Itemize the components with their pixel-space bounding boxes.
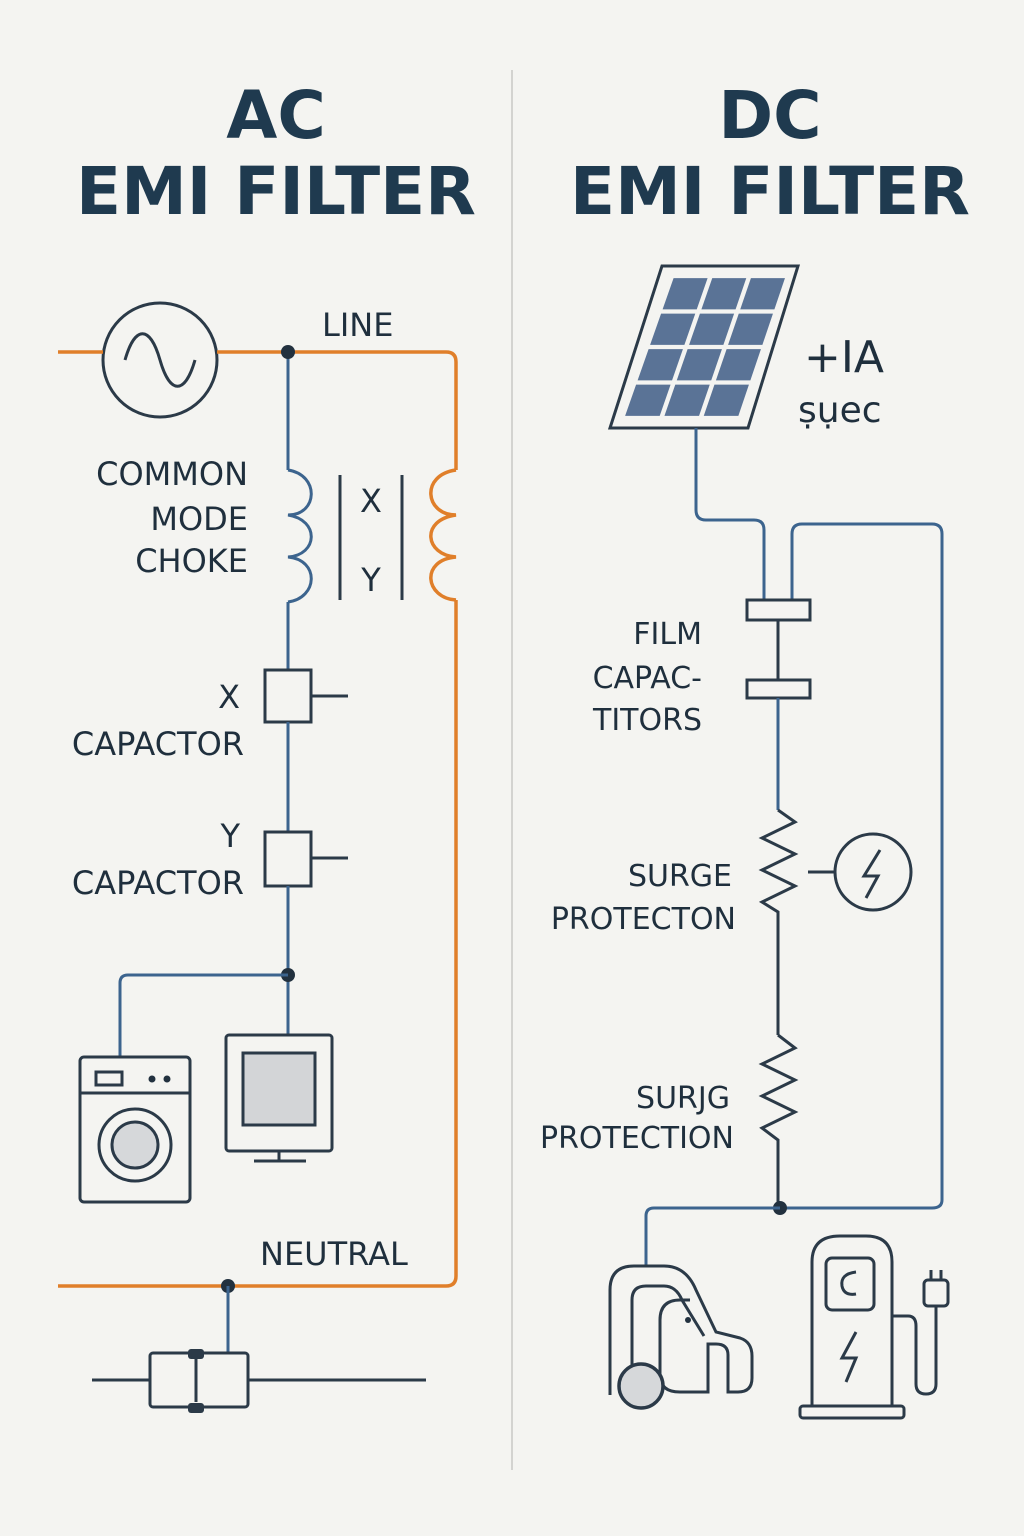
solar-panel-icon bbox=[607, 264, 801, 430]
film-capacitor-symbol bbox=[745, 598, 812, 700]
film-cap-label-3: TITORS bbox=[592, 703, 702, 738]
electric-car-icon bbox=[608, 1264, 754, 1410]
ac-title-line2: EMI FILTER bbox=[76, 153, 476, 230]
solar-cell bbox=[637, 349, 683, 381]
film-cap-label-1: FILM bbox=[633, 617, 702, 652]
surge-protection-resistor-2 bbox=[758, 1033, 799, 1208]
surge1-label-2: PROTECTON bbox=[551, 902, 736, 937]
charging-station-icon bbox=[798, 1234, 950, 1420]
ac-choke-y-label: Y bbox=[360, 561, 381, 599]
solar-cell bbox=[676, 349, 722, 381]
solar-cell bbox=[701, 278, 747, 310]
x-capacitor-label-2: CAPACTOR bbox=[72, 725, 244, 763]
solar-cell bbox=[689, 313, 735, 345]
solar-panel-label-1: +IA bbox=[804, 332, 884, 383]
solar-cell bbox=[664, 384, 710, 416]
solar-panel-label-2: ṣụec bbox=[798, 390, 882, 431]
ferrite-bead-icon bbox=[92, 1349, 426, 1413]
solar-cell bbox=[715, 349, 761, 381]
washing-machine-icon bbox=[78, 1055, 192, 1204]
solar-cell bbox=[728, 313, 773, 345]
dc-return-wire bbox=[780, 522, 944, 1210]
ac-return-wire bbox=[58, 600, 458, 1288]
monitor-icon bbox=[224, 1033, 334, 1163]
y-capacitor-label-2: CAPACTOR bbox=[72, 864, 244, 902]
dc-title-line2: EMI FILTER bbox=[570, 153, 970, 230]
ac-line-wire bbox=[58, 350, 458, 470]
dc-title-line1: DC bbox=[718, 77, 821, 154]
ac-choke-inductor bbox=[287, 468, 313, 604]
dc-panel-wire bbox=[694, 428, 766, 600]
solar-cell bbox=[650, 313, 696, 345]
solar-cell bbox=[703, 384, 749, 416]
solar-cell bbox=[625, 384, 671, 416]
solar-cell bbox=[662, 278, 708, 310]
ac-choke-label-1: COMMON bbox=[96, 455, 248, 493]
ac-choke-label-3: CHOKE bbox=[135, 542, 248, 580]
film-cap-label-2: CAPAC- bbox=[593, 661, 702, 696]
ac-source-icon bbox=[101, 301, 219, 419]
solar-cell bbox=[740, 278, 785, 310]
ac-line-inductor bbox=[429, 468, 457, 602]
ac-line-node bbox=[281, 345, 295, 359]
surge2-label-2: PROTECTION bbox=[540, 1121, 734, 1156]
x-capacitor-symbol bbox=[263, 668, 348, 724]
ac-choke-x-label: X bbox=[360, 482, 382, 520]
surge-protection-resistor-1 bbox=[758, 808, 799, 1035]
y-capacitor-label-1: Y bbox=[219, 817, 240, 855]
surge1-label-1: SURGE bbox=[628, 859, 732, 894]
x-capacitor-label-1: X bbox=[218, 678, 240, 716]
dc-ev-wire bbox=[644, 1206, 780, 1266]
ac-neutral-label: NEUTRAL bbox=[260, 1235, 408, 1273]
ac-line-label: LINE bbox=[322, 306, 393, 344]
ac-title-line1: AC bbox=[226, 77, 326, 154]
ac-choke-label-2: MODE bbox=[150, 500, 248, 538]
surge-arrester-icon bbox=[833, 832, 913, 912]
y-capacitor-symbol bbox=[263, 830, 348, 888]
ac-washer-wire bbox=[118, 973, 288, 1057]
surge2-label-1: SURJG bbox=[636, 1081, 730, 1116]
